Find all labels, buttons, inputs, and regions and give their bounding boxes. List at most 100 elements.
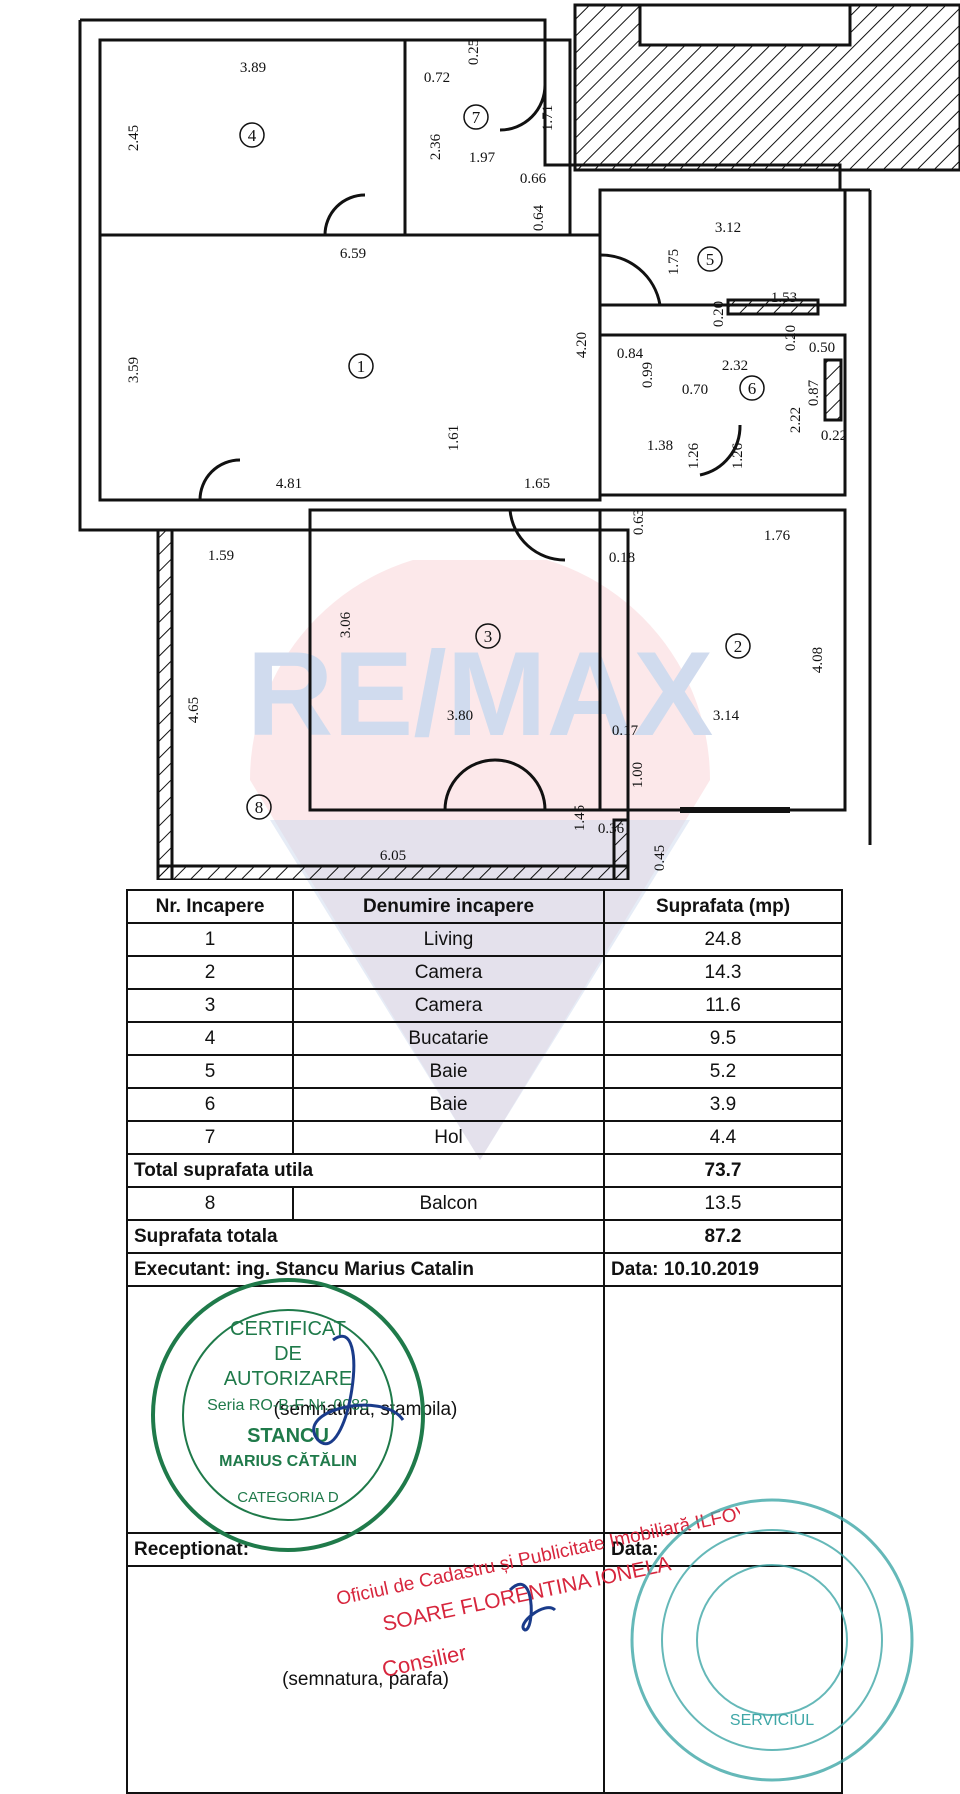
- dimension: 1.38: [647, 438, 673, 454]
- blue-stamp-text: SERVICIUL: [730, 1712, 814, 1729]
- remax-logo-text: RE/MAX: [247, 627, 714, 761]
- table-header-row: Nr. Incapere Denumire incapere Suprafata…: [126, 889, 843, 924]
- stamp-text: AUTORIZARE: [224, 1368, 353, 1390]
- dimension: 1.97: [469, 150, 496, 166]
- dimension: 1.00: [630, 762, 646, 788]
- parafa-caption: (semnatura, parafa): [282, 1668, 449, 1690]
- dimension: 0.25: [466, 39, 482, 65]
- room-area: 3.9: [603, 1087, 843, 1122]
- room-number: 6: [748, 379, 757, 398]
- dimension: 0.45: [652, 845, 668, 871]
- stamp-text: Seria RO-B-F Nr. 0083: [207, 1397, 369, 1414]
- dimension: 0.99: [640, 362, 656, 388]
- room-area: 11.6: [603, 988, 843, 1023]
- total-label: Suprafata totala: [126, 1219, 605, 1254]
- dimension: 2.45: [126, 125, 142, 151]
- room-name: Hol: [292, 1120, 605, 1155]
- dimension: 3.12: [715, 220, 741, 236]
- stamp-text: CERTIFICAT: [230, 1318, 346, 1340]
- total-utila-value: 73.7: [603, 1153, 843, 1188]
- stamp-text: CATEGORIA D: [237, 1489, 339, 1506]
- room-nr: 7: [126, 1120, 294, 1155]
- column-header: Nr. Incapere: [126, 889, 294, 924]
- room-nr: 5: [126, 1054, 294, 1089]
- signature-caption: (semnatura, stampila): [273, 1398, 458, 1420]
- signature-scribble: [312, 1335, 405, 1445]
- executant-date: Data: 10.10.2019: [603, 1252, 843, 1287]
- room-name: Baie: [292, 1087, 605, 1122]
- dimension: 0.17: [612, 723, 639, 739]
- receptionat-date: Data:: [603, 1532, 843, 1567]
- dimension: 0.22: [821, 428, 847, 444]
- room-nr: 8: [126, 1186, 294, 1221]
- dimension: 2.36: [428, 133, 444, 160]
- room-area: 5.2: [603, 1054, 843, 1089]
- executant-label: Executant: ing. Stancu Marius Catalin: [126, 1252, 605, 1287]
- room-name: Camera: [292, 988, 605, 1023]
- room-number: 4: [248, 126, 257, 145]
- dimension: 3.14: [713, 708, 740, 724]
- room-area: 14.3: [603, 955, 843, 990]
- dimension: 0.20: [711, 301, 727, 327]
- receptionat-row: Receptionat: Data:: [126, 1532, 843, 1567]
- dimension: 2.22: [788, 407, 804, 433]
- dimension: 3.59: [126, 357, 142, 383]
- room-number: 8: [255, 798, 264, 817]
- room-number: 1: [357, 357, 366, 376]
- room-name: Bucatarie: [292, 1021, 605, 1056]
- column-header: Suprafata (mp): [603, 889, 843, 924]
- stamp-text: MARIUS CĂTĂLIN: [219, 1451, 357, 1470]
- room-nr: 2: [126, 955, 294, 990]
- room-name: Baie: [292, 1054, 605, 1089]
- executant-row: Executant: ing. Stancu Marius Catalin Da…: [126, 1252, 843, 1287]
- stamp-text: DE: [274, 1343, 302, 1365]
- walls: [78, 3, 960, 880]
- dimension: 0.20: [783, 325, 799, 351]
- room-nr: 1: [126, 922, 294, 957]
- dimension: 1.61: [446, 425, 462, 451]
- dimension: 0.36: [598, 821, 625, 837]
- red-stamp-text: Consilier: [380, 1640, 469, 1682]
- dimension: 3.89: [240, 60, 266, 76]
- dimension: 0.87: [806, 379, 822, 406]
- dimension: 0.50: [809, 340, 835, 356]
- ancpi-blue-stamp: SERVICIUL: [630, 1498, 914, 1782]
- stamp-text: STANCU: [247, 1425, 329, 1447]
- dimension: 0.72: [424, 70, 450, 86]
- room-number: 2: [734, 637, 743, 656]
- dimension: 0.66: [520, 171, 547, 187]
- authorization-stamp: CERTIFICAT DE AUTORIZARE Seria RO-B-F Nr…: [151, 1278, 425, 1552]
- dimension: 0.70: [682, 382, 708, 398]
- dimension: 0.64: [531, 204, 547, 231]
- dimension: 3.06: [338, 611, 354, 638]
- total-value: 87.2: [603, 1219, 843, 1254]
- room-nr: 6: [126, 1087, 294, 1122]
- dimension: 1.65: [524, 476, 550, 492]
- dimension: 3.80: [447, 708, 473, 724]
- room-number: 5: [706, 250, 715, 269]
- dimension: 4.20: [574, 332, 590, 358]
- dimension: 1.26: [730, 442, 746, 469]
- dimension: 1.59: [208, 548, 234, 564]
- dimension: 6.59: [340, 246, 366, 262]
- dimension: 1.53: [771, 290, 797, 306]
- dimension: 4.81: [276, 476, 302, 492]
- dimension: 1.45: [572, 805, 588, 831]
- dimension: 0.18: [609, 550, 635, 566]
- dimension: 1.75: [666, 249, 682, 275]
- dimension: 1.71: [540, 105, 556, 131]
- room-name: Camera: [292, 955, 605, 990]
- receptionat-label: Receptionat:: [126, 1532, 605, 1567]
- dimension: 0.84: [617, 346, 644, 362]
- total-utila-row: Total suprafata utila 73.7: [126, 1153, 843, 1188]
- room-nr: 3: [126, 988, 294, 1023]
- dimension: 1.26: [686, 442, 702, 469]
